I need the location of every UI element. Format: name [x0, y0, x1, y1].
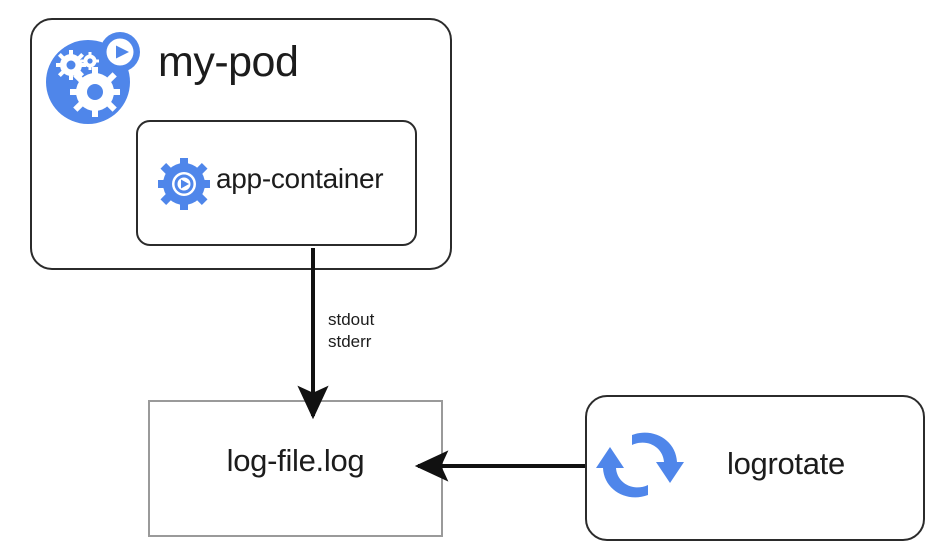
- logfile-label: log-file.log: [226, 443, 365, 478]
- logrotate-node[interactable]: [585, 395, 925, 541]
- pod-title: my-pod: [158, 38, 299, 86]
- logrotate-label: logrotate: [727, 446, 845, 481]
- pod-gears-icon: [42, 28, 142, 133]
- edge-label-line1: stdout: [328, 310, 375, 329]
- rotate-arrows-icon: [596, 421, 684, 514]
- container-label: app-container: [216, 163, 384, 194]
- edge-label-line2: stderr: [328, 332, 372, 351]
- edge-label-stdout-stderr: stdout stderr: [328, 309, 374, 353]
- container-gear-play-icon: [158, 158, 210, 215]
